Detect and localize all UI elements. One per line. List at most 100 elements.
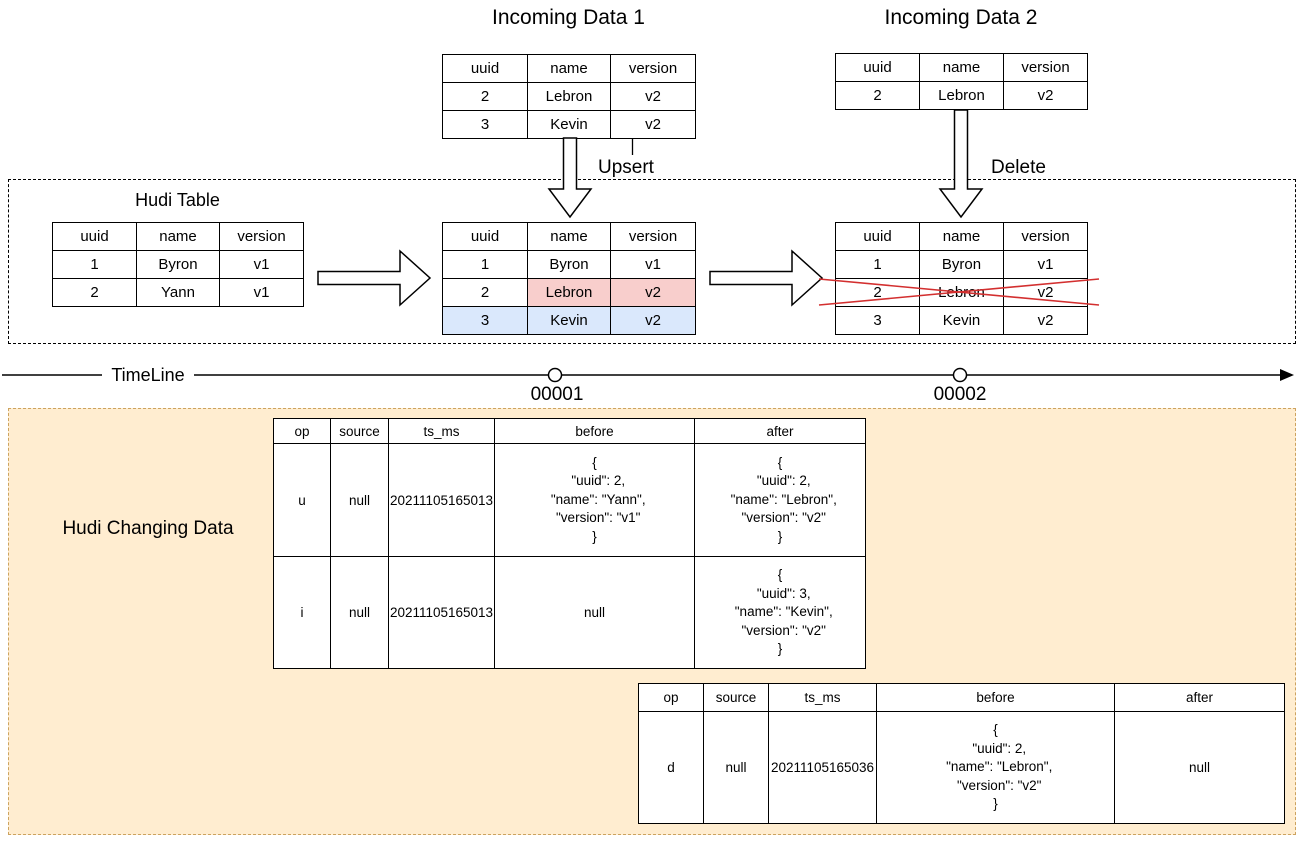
- table-row-updated: 2 Lebron v2: [442, 278, 696, 307]
- cdc-row-insert: i null 20211105165013 null { "uuid": 3, …: [273, 556, 866, 669]
- cell-after: { "uuid": 3, "name": "Kevin", "version":…: [694, 556, 866, 669]
- cell-uuid: 1: [835, 250, 920, 279]
- header-uuid: uuid: [52, 222, 137, 251]
- cell-name: Lebron: [919, 278, 1004, 307]
- incoming-data-1-table: uuid name version 2 Lebron v2 3 Kevin v2: [442, 54, 696, 139]
- header-after: after: [1114, 683, 1285, 712]
- incoming-data-2-table: uuid name version 2 Lebron v2: [835, 53, 1088, 110]
- cell-version: v2: [1003, 306, 1088, 335]
- header-uuid: uuid: [835, 53, 920, 82]
- cell-name: Lebron: [919, 81, 1004, 110]
- header-ts-ms: ts_ms: [768, 683, 877, 712]
- cell-before: null: [494, 556, 695, 669]
- header-name: name: [527, 222, 611, 251]
- cell-version: v2: [610, 110, 696, 139]
- cell-op: i: [273, 556, 331, 669]
- delete-label: Delete: [991, 157, 1046, 178]
- cell-version: v2: [610, 82, 696, 111]
- table-row: 2 Lebron v2: [442, 82, 696, 111]
- header-name: name: [136, 222, 220, 251]
- header-op: op: [273, 418, 331, 444]
- header-row: uuid name version: [835, 222, 1088, 251]
- incoming-data-1-title: Incoming Data 1: [492, 6, 645, 29]
- timeline-label: TimeLine: [111, 365, 185, 385]
- table-row-deleted: 2 Lebron v2: [835, 278, 1088, 307]
- cell-name: Byron: [919, 250, 1004, 279]
- table-row: 1 Byron v1: [442, 250, 696, 279]
- timeline-commit-1: 00001: [530, 384, 584, 405]
- cell-name: Kevin: [919, 306, 1004, 335]
- cell-version-updated: v2: [610, 278, 696, 307]
- header-before: before: [876, 683, 1115, 712]
- header-after: after: [694, 418, 866, 444]
- cell-version: v1: [219, 250, 304, 279]
- cell-name: Byron: [136, 250, 220, 279]
- header-uuid: uuid: [835, 222, 920, 251]
- header-row: uuid name version: [442, 54, 696, 83]
- cell-uuid: 1: [442, 250, 528, 279]
- cell-uuid: 1: [52, 250, 137, 279]
- cell-uuid: 2: [835, 81, 920, 110]
- table-row: 1 Byron v1: [52, 250, 304, 279]
- cell-source: null: [703, 711, 769, 824]
- cell-op: u: [273, 443, 331, 557]
- cell-source: null: [330, 443, 389, 557]
- cell-uuid-inserted: 3: [442, 306, 528, 335]
- cell-ts-ms: 20211105165013: [388, 556, 495, 669]
- timeline-commit-2: 00002: [933, 384, 987, 405]
- header-before: before: [494, 418, 695, 444]
- cell-name: Lebron: [527, 82, 611, 111]
- cell-op: d: [638, 711, 704, 824]
- cell-before: { "uuid": 2, "name": "Lebron", "version"…: [876, 711, 1115, 824]
- header-ts-ms: ts_ms: [388, 418, 495, 444]
- header-name: name: [919, 222, 1004, 251]
- header-source: source: [703, 683, 769, 712]
- timeline-marker-00001: [547, 367, 563, 383]
- header-version: version: [1003, 222, 1088, 251]
- cell-uuid: 2: [835, 278, 920, 307]
- header-source: source: [330, 418, 389, 444]
- header-op: op: [638, 683, 704, 712]
- cell-after: { "uuid": 2, "name": "Lebron", "version"…: [694, 443, 866, 557]
- cell-uuid: 3: [835, 306, 920, 335]
- cell-version: v2: [1003, 81, 1088, 110]
- header-row: uuid name version: [835, 53, 1088, 82]
- cell-name: Byron: [527, 250, 611, 279]
- hudi-table-box: [8, 179, 1296, 344]
- timeline-marker-00002: [952, 367, 968, 383]
- cdc-row-delete: d null 20211105165036 { "uuid": 2, "name…: [638, 711, 1285, 824]
- table-row: 3 Kevin v2: [442, 110, 696, 139]
- incoming-data-2-title: Incoming Data 2: [884, 6, 1038, 29]
- hudi-table-title: Hudi Table: [135, 190, 220, 210]
- header-version: version: [610, 54, 696, 83]
- cell-name-updated: Lebron: [527, 278, 611, 307]
- table-row-inserted: 3 Kevin v2: [442, 306, 696, 335]
- header-version: version: [219, 222, 304, 251]
- cell-version: v1: [219, 278, 304, 307]
- header-row: op source ts_ms before after: [638, 683, 1285, 712]
- cell-uuid: 2: [442, 82, 528, 111]
- hudi-changing-data-title: Hudi Changing Data: [62, 518, 234, 539]
- table-row: 3 Kevin v2: [835, 306, 1088, 335]
- cell-uuid: 3: [442, 110, 528, 139]
- cell-version: v2: [1003, 278, 1088, 307]
- cell-ts-ms: 20211105165036: [768, 711, 877, 824]
- hudi-after-delete-table: uuid name version 1 Byron v1 2 Lebron v2…: [835, 222, 1088, 335]
- cell-source: null: [330, 556, 389, 669]
- cell-version-inserted: v2: [610, 306, 696, 335]
- header-name: name: [919, 53, 1004, 82]
- cdc-row-update: u null 20211105165013 { "uuid": 2, "name…: [273, 443, 866, 557]
- upsert-label: Upsert: [598, 157, 654, 178]
- cell-version: v1: [610, 250, 696, 279]
- cell-name: Yann: [136, 278, 220, 307]
- header-version: version: [1003, 53, 1088, 82]
- table-row: 2 Yann v1: [52, 278, 304, 307]
- cell-uuid: 2: [52, 278, 137, 307]
- header-uuid: uuid: [442, 222, 528, 251]
- hudi-after-upsert-table: uuid name version 1 Byron v1 2 Lebron v2…: [442, 222, 696, 335]
- cdc-table-commit1: op source ts_ms before after u null 2021…: [273, 418, 866, 669]
- cell-uuid: 2: [442, 278, 528, 307]
- cell-after: null: [1114, 711, 1285, 824]
- header-row: op source ts_ms before after: [273, 418, 866, 444]
